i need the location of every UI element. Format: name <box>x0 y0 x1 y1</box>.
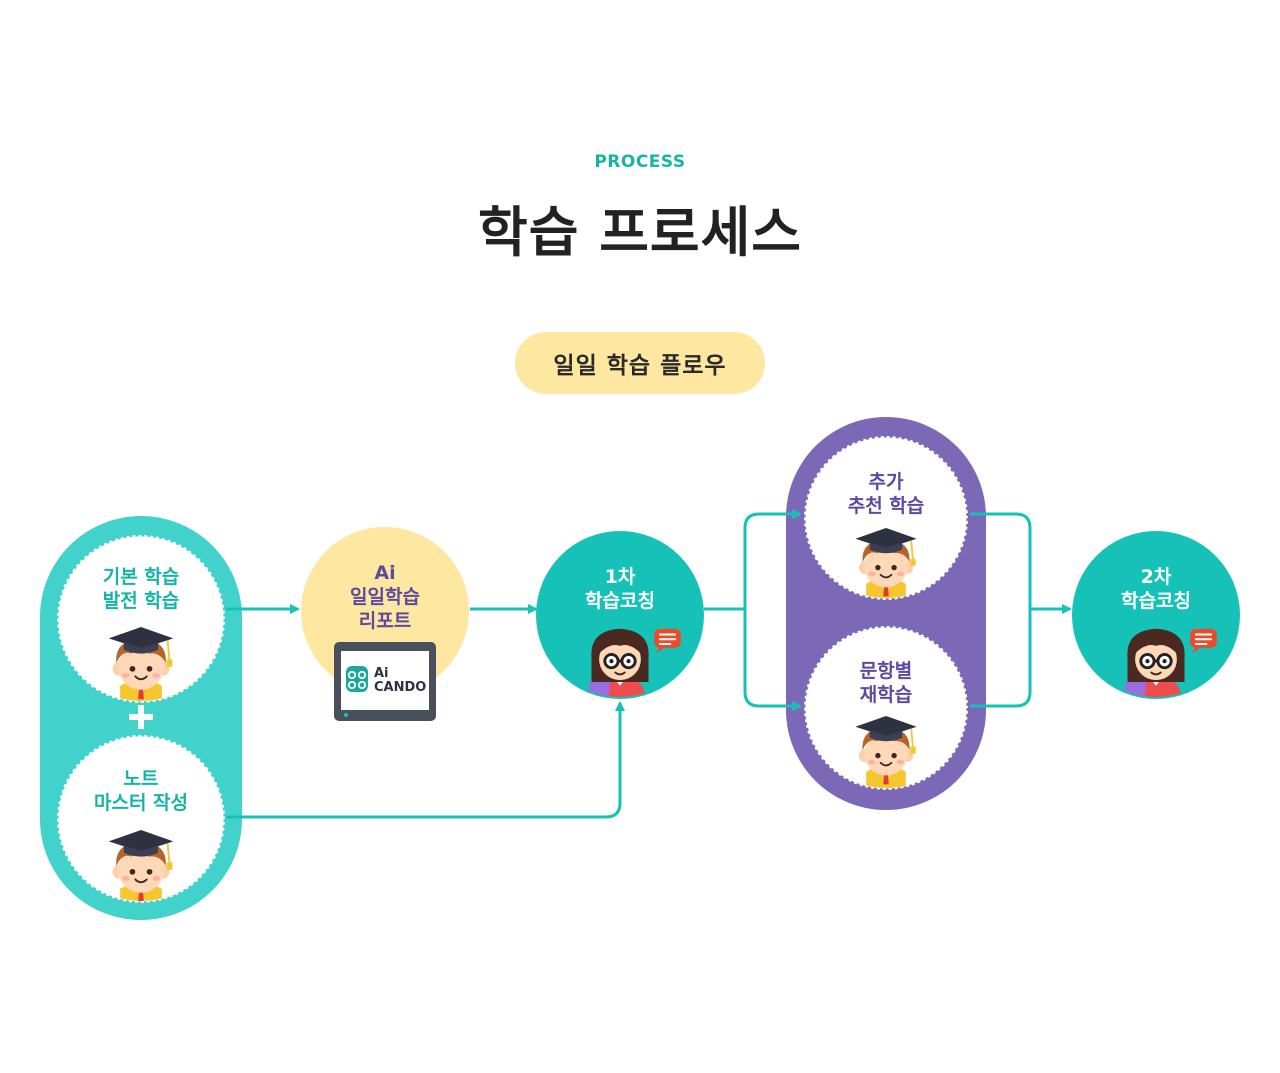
tablet-logo-text: Ai CANDO <box>374 666 427 695</box>
label-basic-study: 기본 학습 발전 학습 <box>102 566 180 612</box>
node-first-coaching <box>536 531 704 699</box>
label-note-master: 노트 마스터 작성 <box>93 768 188 814</box>
section-eyebrow: PROCESS <box>594 152 686 172</box>
tablet-icon <box>334 642 436 721</box>
label-ai-report: Ai 일일학습 리포트 <box>350 562 420 632</box>
label-retry-study: 문항별 재학습 <box>859 660 913 706</box>
node-second-coaching <box>1072 531 1240 699</box>
node-retry-study <box>802 624 970 792</box>
node-note-master <box>55 733 227 905</box>
connector-lines <box>226 509 1072 819</box>
label-extra-study: 추가 추천 학습 <box>847 471 925 517</box>
node-basic-study <box>55 533 227 705</box>
plus-icon <box>129 705 153 729</box>
flow-label-pill: 일일 학습 플로우 <box>515 332 765 394</box>
label-second-coaching: 2차 학습코칭 <box>1121 566 1191 612</box>
label-first-coaching: 1차 학습코칭 <box>585 566 655 612</box>
page-title: 학습 프로세스 <box>478 201 802 264</box>
node-extra-study <box>802 434 970 602</box>
